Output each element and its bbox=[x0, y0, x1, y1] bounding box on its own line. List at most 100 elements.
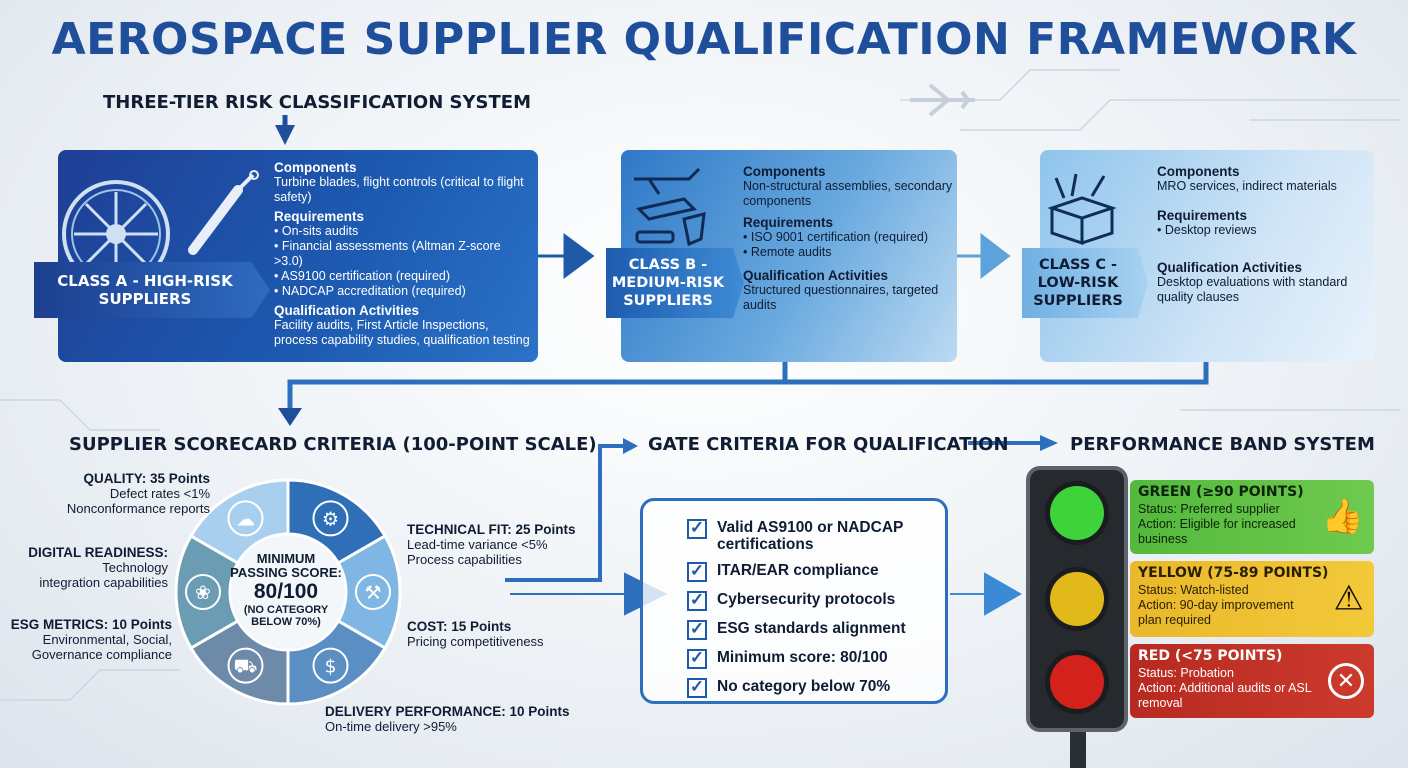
arrow-a-to-b bbox=[536, 233, 595, 279]
activities-heading: Qualification Activities bbox=[1157, 260, 1303, 275]
activities-text: Desktop evaluations with standard qualit… bbox=[1157, 275, 1348, 304]
components-heading: Components bbox=[743, 164, 826, 179]
center-note2: BELOW 70%) bbox=[251, 616, 321, 628]
criterion-title: QUALITY: 35 Points bbox=[83, 471, 210, 486]
tier-card-class-c: Components MRO services, indirect materi… bbox=[1040, 150, 1374, 362]
gate-item: ✓Valid AS9100 or NADCAP certifications bbox=[687, 519, 937, 553]
list-item: ISO 9001 certification (required) bbox=[743, 230, 953, 245]
activities-text: Structured questionnaires, targeted audi… bbox=[743, 283, 939, 312]
green-light bbox=[1050, 486, 1104, 540]
class-a-badge: CLASS A - HIGH-RISK SUPPLIERS bbox=[34, 262, 270, 318]
globe-leaf-icon bbox=[185, 574, 221, 610]
arrow-b-to-c bbox=[955, 232, 1011, 280]
criterion-line: Process capabilities bbox=[407, 552, 522, 567]
aircraft-parts-icon bbox=[634, 167, 706, 247]
band-action: Action: Eligible for increased business bbox=[1138, 517, 1296, 546]
merge-line bbox=[287, 362, 1209, 410]
band-status: Status: Probation bbox=[1138, 666, 1234, 680]
components-heading: Components bbox=[1157, 164, 1240, 179]
requirements-list: ISO 9001 certification (required) Remote… bbox=[743, 230, 953, 260]
wheel-center bbox=[232, 536, 344, 648]
list-item: Remote audits bbox=[743, 245, 953, 260]
band-status: Status: Watch-listed bbox=[1138, 583, 1249, 597]
tools-icon bbox=[355, 574, 391, 610]
class-c-badge: CLASS C - LOW-RISK SUPPLIERS bbox=[1022, 248, 1148, 318]
tier-card-class-a: Components Turbine blades, flight contro… bbox=[58, 150, 538, 362]
cloud-icon-glyph: ☁ bbox=[236, 508, 255, 530]
center-line1: MINIMUM bbox=[256, 551, 316, 566]
truck-icon bbox=[227, 647, 264, 684]
criterion-line: Nonconformance reports bbox=[66, 501, 210, 516]
band-title: YELLOW (75-89 POINTS) bbox=[1138, 565, 1329, 581]
requirements-heading: Requirements bbox=[1157, 208, 1248, 223]
to-gate-line bbox=[505, 444, 625, 582]
list-item: AS9100 certification (required) bbox=[274, 269, 532, 284]
minimum-score-center: MINIMUM PASSING SCORE: 80/100 (NO CATEGO… bbox=[228, 551, 344, 629]
gear-check-icon bbox=[312, 500, 349, 537]
criterion-cost: COST: 15 Points Pricing competitiveness bbox=[407, 619, 597, 649]
criterion-line: Lead-time variance <5% bbox=[407, 537, 548, 552]
tools-icon-glyph: ⚒ bbox=[364, 582, 381, 604]
list-item: NADCAP accreditation (required) bbox=[274, 284, 532, 299]
criterion-line: Environmental, Social, bbox=[42, 632, 172, 647]
components-heading: Components bbox=[274, 160, 357, 175]
band-green: GREEN (≥90 POINTS) Status: Preferred sup… bbox=[1130, 480, 1374, 554]
components-text: MRO services, indirect materials bbox=[1157, 179, 1337, 193]
cancel-icon: ✕ bbox=[1328, 663, 1364, 699]
band-title: GREEN (≥90 POINTS) bbox=[1138, 484, 1304, 500]
criterion-title: TECHNICAL FIT: 25 Points bbox=[407, 522, 576, 537]
requirements-heading: Requirements bbox=[274, 209, 365, 224]
checkbox-icon: ✓ bbox=[687, 678, 707, 698]
criterion-title: ESG METRICS: 10 Points bbox=[10, 617, 172, 632]
center-line2: PASSING SCORE: bbox=[230, 565, 342, 580]
wheel-segment bbox=[188, 478, 290, 566]
band-title: RED (<75 POINTS) bbox=[1138, 648, 1283, 664]
list-item: Desktop reviews bbox=[1157, 223, 1369, 238]
globe-leaf-icon-glyph: ❀ bbox=[195, 582, 211, 604]
criterion-title: DIGITAL READINESS: bbox=[28, 545, 168, 560]
scorecard-wheel: ⚙ ⚒ $ ⛟ ❀ ☁ bbox=[174, 478, 402, 706]
gate-title: GATE CRITERIA FOR QUALIFICATION bbox=[648, 434, 1009, 455]
requirements-list: Desktop reviews bbox=[1157, 223, 1369, 238]
checkbox-icon: ✓ bbox=[687, 562, 707, 582]
criterion-line: Defect rates <1% bbox=[109, 486, 210, 501]
gate-item: ✓ESG standards alignment bbox=[687, 620, 937, 640]
band-action: Action: Additional audits or ASL removal bbox=[1138, 681, 1312, 710]
center-note1: (NO CATEGORY bbox=[243, 604, 329, 616]
criterion-title: DELIVERY PERFORMANCE: 10 Points bbox=[325, 704, 570, 719]
components-text: Non-structural assemblies, secondary com… bbox=[743, 179, 953, 208]
class-b-badge: CLASS B - MEDIUM-RISK SUPPLIERS bbox=[606, 248, 744, 318]
traffic-light-icon bbox=[1026, 466, 1128, 768]
gate-item: ✓ITAR/EAR compliance bbox=[687, 562, 937, 582]
airplane-icon bbox=[910, 83, 975, 117]
criterion-quality: QUALITY: 35 Points Defect rates <1% Nonc… bbox=[40, 471, 210, 516]
scorecard-title: SUPPLIER SCORECARD CRITERIA (100-POINT S… bbox=[69, 434, 597, 455]
band-red: RED (<75 POINTS) Status: Probation Actio… bbox=[1130, 644, 1374, 718]
gate-item: ✓Cybersecurity protocols bbox=[687, 591, 937, 611]
checkbox-icon: ✓ bbox=[687, 649, 707, 669]
criterion-title: COST: 15 Points bbox=[407, 619, 512, 634]
truck-icon-glyph: ⛟ bbox=[234, 656, 258, 678]
list-item: On-sits audits bbox=[274, 224, 532, 239]
criterion-line: Governance compliance bbox=[31, 647, 172, 662]
yellow-light bbox=[1050, 572, 1104, 626]
checkbox-icon: ✓ bbox=[687, 591, 707, 611]
gate-criteria-box: ✓Valid AS9100 or NADCAP certifications ✓… bbox=[640, 498, 948, 704]
checkbox-icon: ✓ bbox=[687, 519, 707, 539]
cloud-icon bbox=[227, 500, 264, 537]
gear-check-icon-glyph: ⚙ bbox=[322, 508, 339, 530]
requirements-heading: Requirements bbox=[743, 215, 834, 230]
thumbs-up-icon: 👍 bbox=[1321, 497, 1364, 536]
toolbox-icon bbox=[1047, 173, 1117, 246]
coins-icon-glyph: $ bbox=[324, 656, 336, 678]
tier-card-class-b: Components Non-structural assemblies, se… bbox=[621, 150, 957, 362]
checkbox-icon: ✓ bbox=[687, 620, 707, 640]
criterion-digital-readiness: DIGITAL READINESS: Technology integratio… bbox=[10, 545, 168, 590]
criterion-line: Technology bbox=[102, 560, 168, 575]
band-action: Action: 90-day improvement plan required bbox=[1138, 598, 1294, 627]
actuator-icon bbox=[188, 170, 259, 255]
activities-heading: Qualification Activities bbox=[743, 268, 889, 283]
criterion-line: Pricing competitiveness bbox=[407, 634, 544, 649]
